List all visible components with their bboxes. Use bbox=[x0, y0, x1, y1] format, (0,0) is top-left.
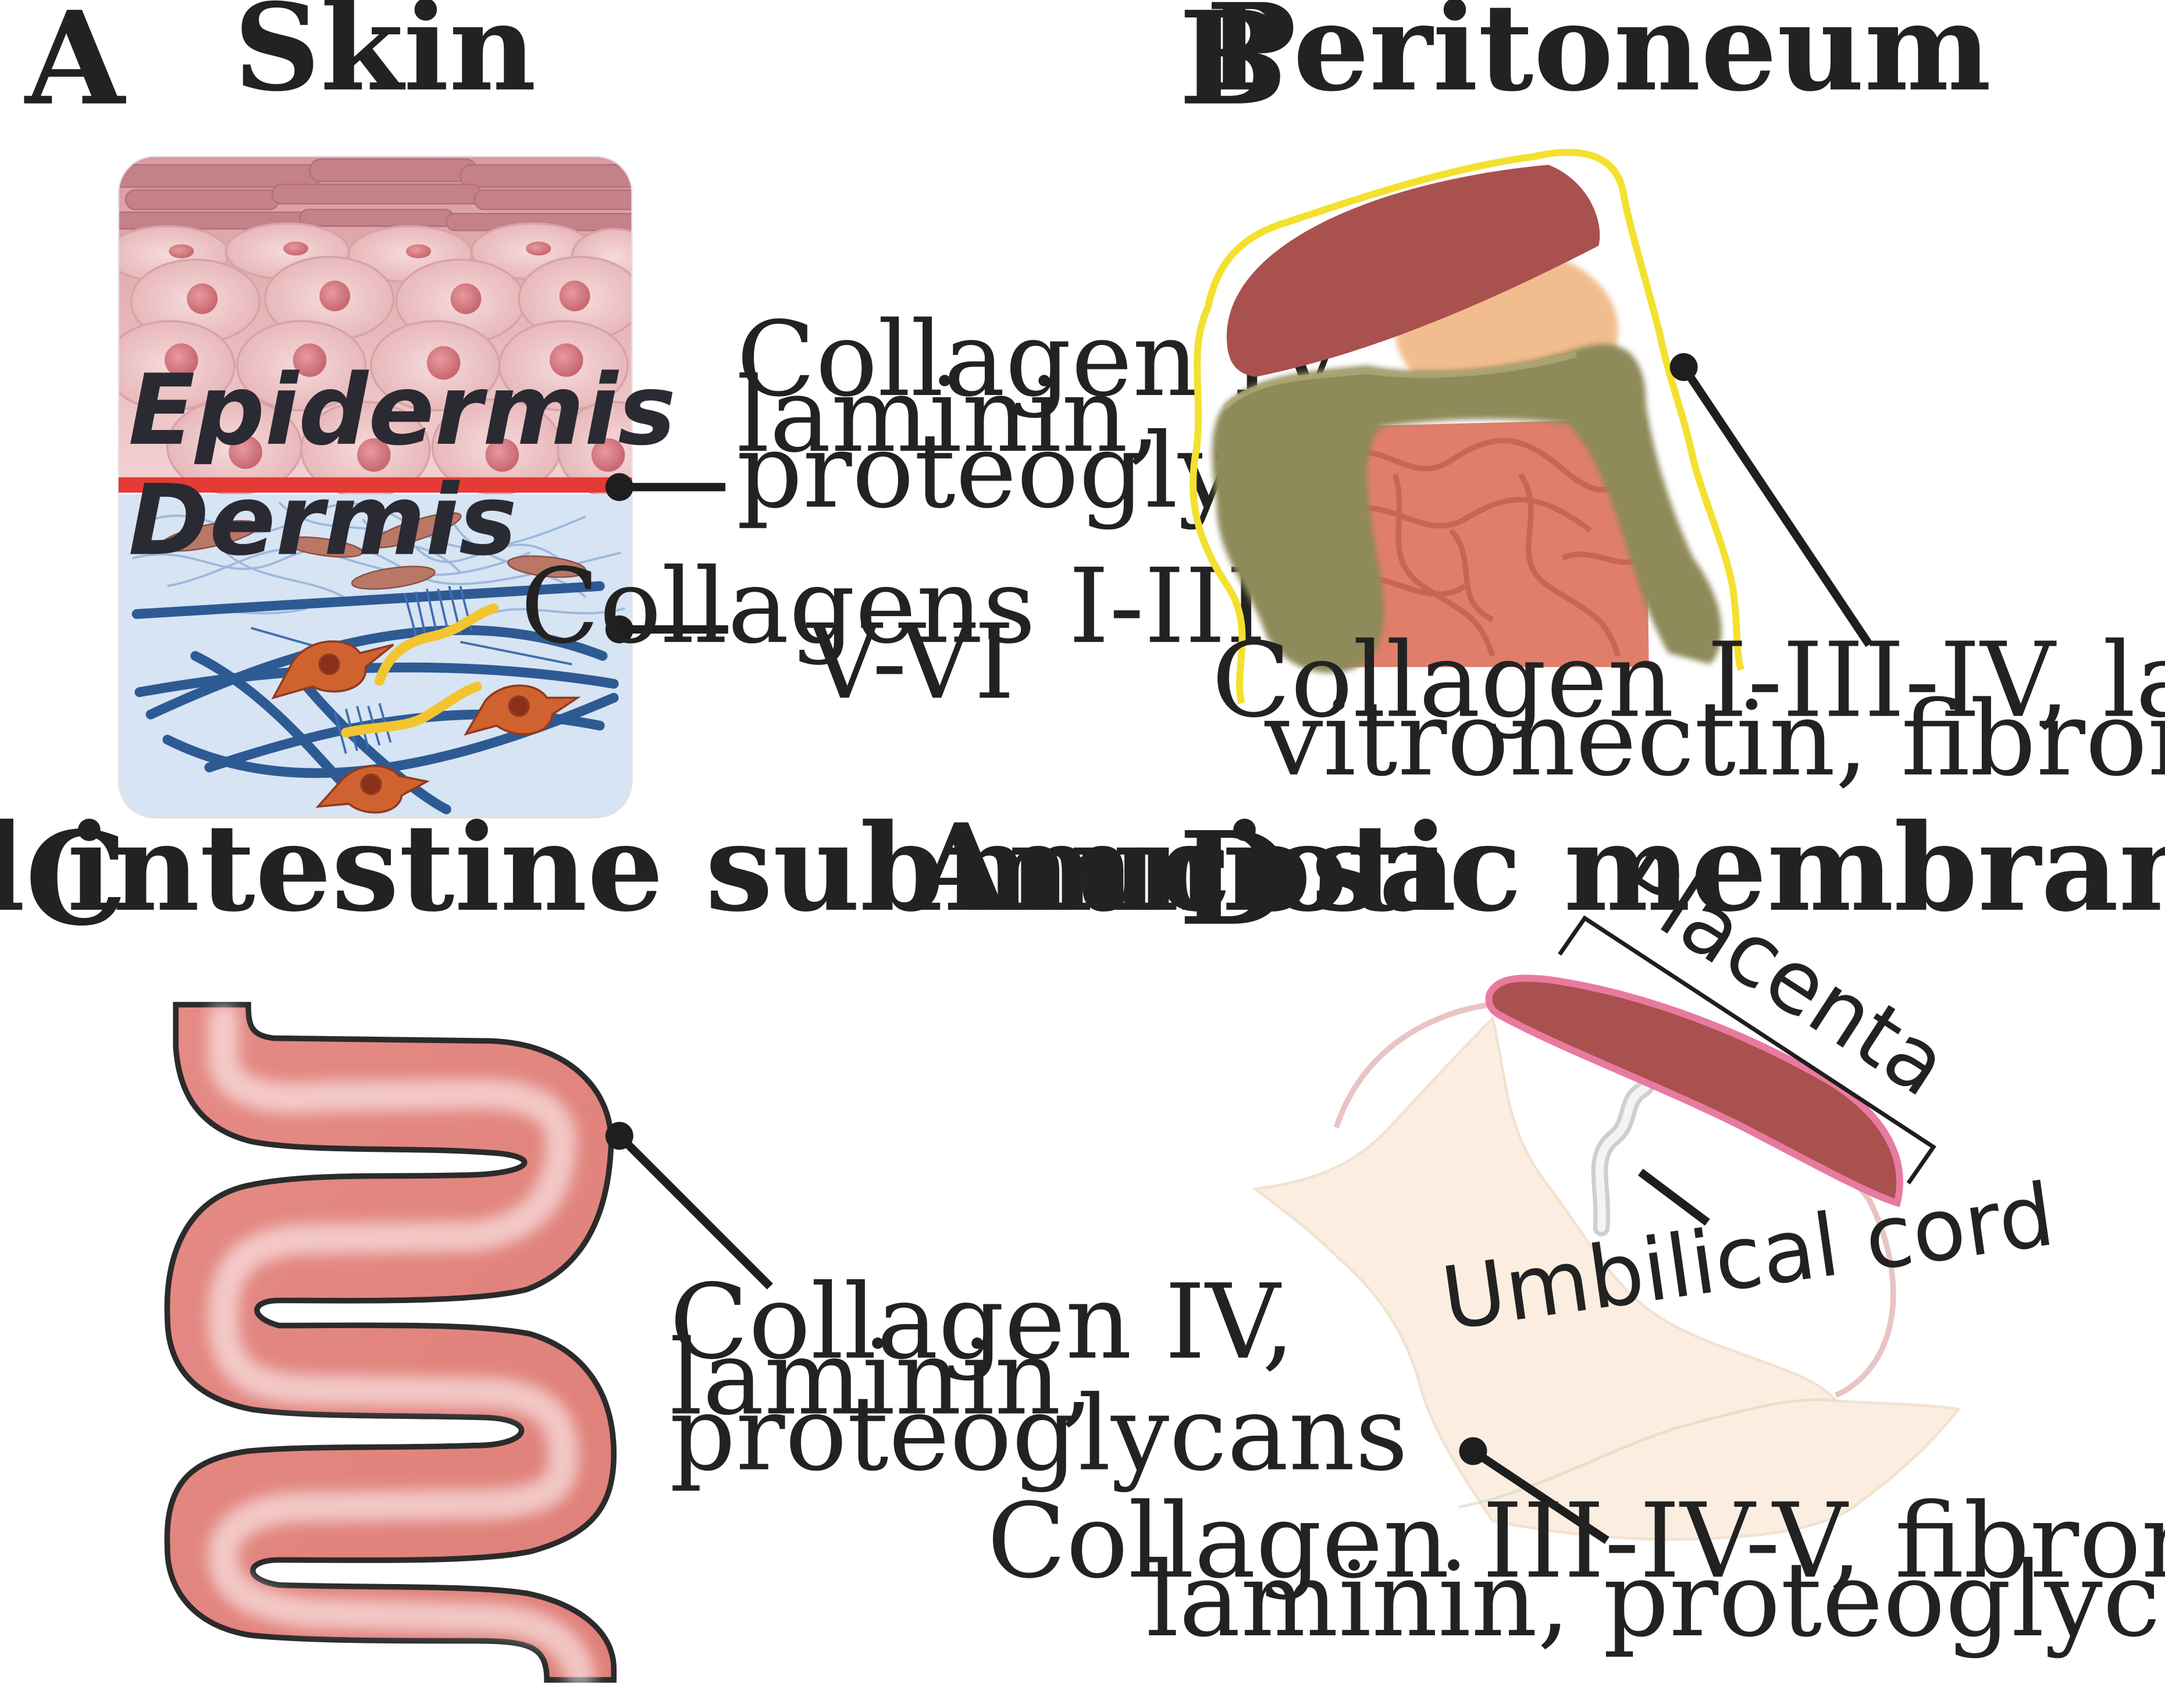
basement-membrane-line bbox=[118, 477, 632, 493]
panel-a: A Skin bbox=[24, 0, 1475, 819]
label-line: V-VI bbox=[806, 602, 1014, 722]
amniotic-membrane-sheet bbox=[1252, 1016, 1961, 1541]
amniotic-membrane-leader bbox=[1470, 1447, 1609, 1544]
panel-d: D Amniotic membrane Placenta Umbilical c… bbox=[914, 797, 2165, 1660]
panel-d-title: Amniotic membrane bbox=[914, 797, 2165, 938]
small-intestine bbox=[1319, 418, 1649, 667]
dermis-collagen-label: Collagens I-III- V-VI bbox=[521, 546, 1302, 722]
placenta-bracket bbox=[1558, 915, 1936, 1185]
keratinocyte-nuclei bbox=[164, 241, 625, 472]
fibroblasts bbox=[271, 640, 581, 814]
label-line: Collagens I-III- bbox=[521, 546, 1302, 666]
amniotic-illustration bbox=[1252, 974, 1961, 1541]
label-line: vitronectin, fibronectin bbox=[1264, 678, 2165, 799]
amniotic-membrane-label: Collagen III-IV-V, fibronectin, laminin,… bbox=[987, 1481, 2165, 1660]
label-line: laminin, bbox=[736, 355, 1160, 475]
label-line: Collagen III-IV-V, fibronectin, bbox=[987, 1481, 2165, 1601]
dermis-label: Dermis bbox=[129, 463, 517, 577]
umbilical-cord-leader bbox=[1637, 1169, 1710, 1226]
placenta bbox=[1485, 974, 1903, 1208]
panel-c-title: Small intestine submucosa bbox=[0, 797, 1457, 938]
label-line: proteoglycans bbox=[670, 1373, 1408, 1494]
panel-b: B Peritoneum bbox=[1178, 0, 2165, 799]
panel-d-letter: D bbox=[1178, 804, 1290, 955]
label-line: laminin, bbox=[670, 1318, 1094, 1438]
label-line: laminin, proteoglycans bbox=[1146, 1539, 2165, 1660]
stratum-corneum bbox=[118, 158, 632, 232]
elastin-fibers bbox=[341, 603, 499, 738]
peritoneum-leader bbox=[1680, 365, 1873, 647]
intestine-illustration bbox=[164, 1002, 617, 1690]
intestine-highlights bbox=[208, 1003, 596, 1690]
panel-c-letter: C bbox=[25, 804, 127, 955]
panel-a-letter: A bbox=[24, 0, 126, 134]
dermal-cells-upper bbox=[159, 512, 587, 590]
label-line: Collagen IV, bbox=[670, 1262, 1295, 1382]
epidermis-label: Epidermis bbox=[129, 353, 676, 467]
panel-b-letter: B bbox=[1178, 0, 1287, 134]
peritoneum-label: Collagen I-III-IV, laminin, vitronectin,… bbox=[1212, 620, 2165, 799]
submucosa-leader bbox=[616, 1133, 773, 1290]
panel-c: C Small intestine submucosa Collagen IV,… bbox=[0, 797, 1457, 1690]
submucosa-label: Collagen IV, laminin, proteoglycans bbox=[670, 1262, 1408, 1494]
colon bbox=[1212, 344, 1722, 673]
peritoneum-illustration bbox=[1190, 148, 1744, 704]
liver bbox=[1226, 165, 1600, 377]
label-line: Collagen I-III-IV, laminin, bbox=[1212, 620, 2165, 741]
skin-illustration bbox=[118, 156, 632, 818]
panel-b-title: Peritoneum bbox=[1206, 0, 1991, 118]
peritoneum-outline bbox=[1190, 148, 1744, 704]
panel-a-title: Skin bbox=[234, 0, 536, 118]
